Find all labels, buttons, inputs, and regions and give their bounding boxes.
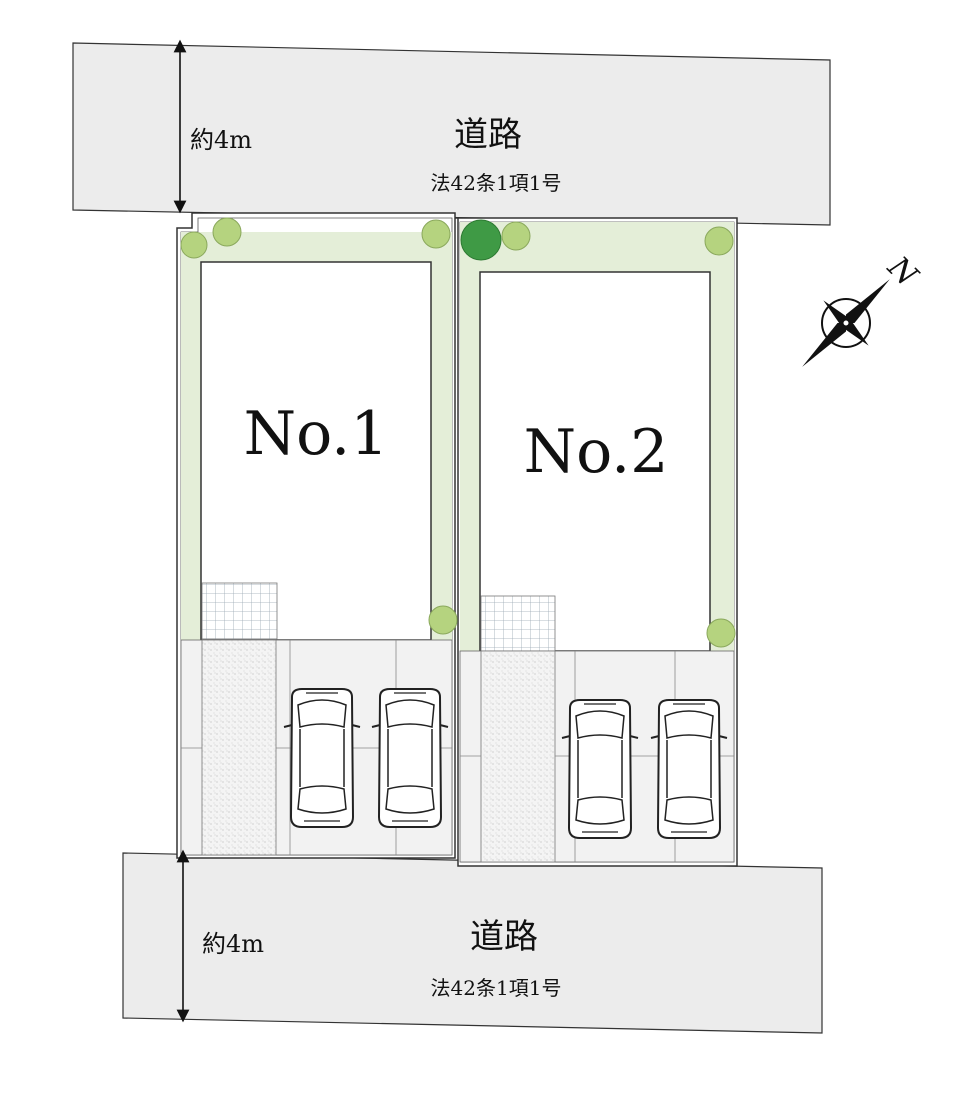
entrance-tile-1	[201, 582, 278, 640]
trees	[180, 217, 736, 648]
road-top-law: 法42条1項1号	[431, 171, 562, 195]
lot-1-label: No.1	[244, 399, 389, 469]
car-1a	[283, 688, 361, 828]
road-bottom-name: 道路	[470, 917, 538, 957]
building-2	[479, 271, 711, 652]
road-top	[72, 42, 831, 226]
building-1	[200, 261, 432, 641]
car-1b	[371, 688, 449, 828]
lot-2-label: No.2	[524, 417, 669, 487]
road-bottom-width: 約4m	[202, 930, 264, 958]
road-bottom-law: 法42条1項1号	[431, 976, 562, 1000]
car-2b	[650, 699, 728, 839]
entrance-tile-2	[480, 595, 556, 652]
north-compass-icon	[802, 279, 890, 367]
road-top-width: 約4m	[190, 126, 252, 154]
approach-1	[201, 639, 277, 856]
north-label: N	[880, 249, 925, 294]
approach-2	[480, 650, 556, 863]
road-top-name: 道路	[454, 115, 522, 155]
car-2a	[561, 699, 639, 839]
